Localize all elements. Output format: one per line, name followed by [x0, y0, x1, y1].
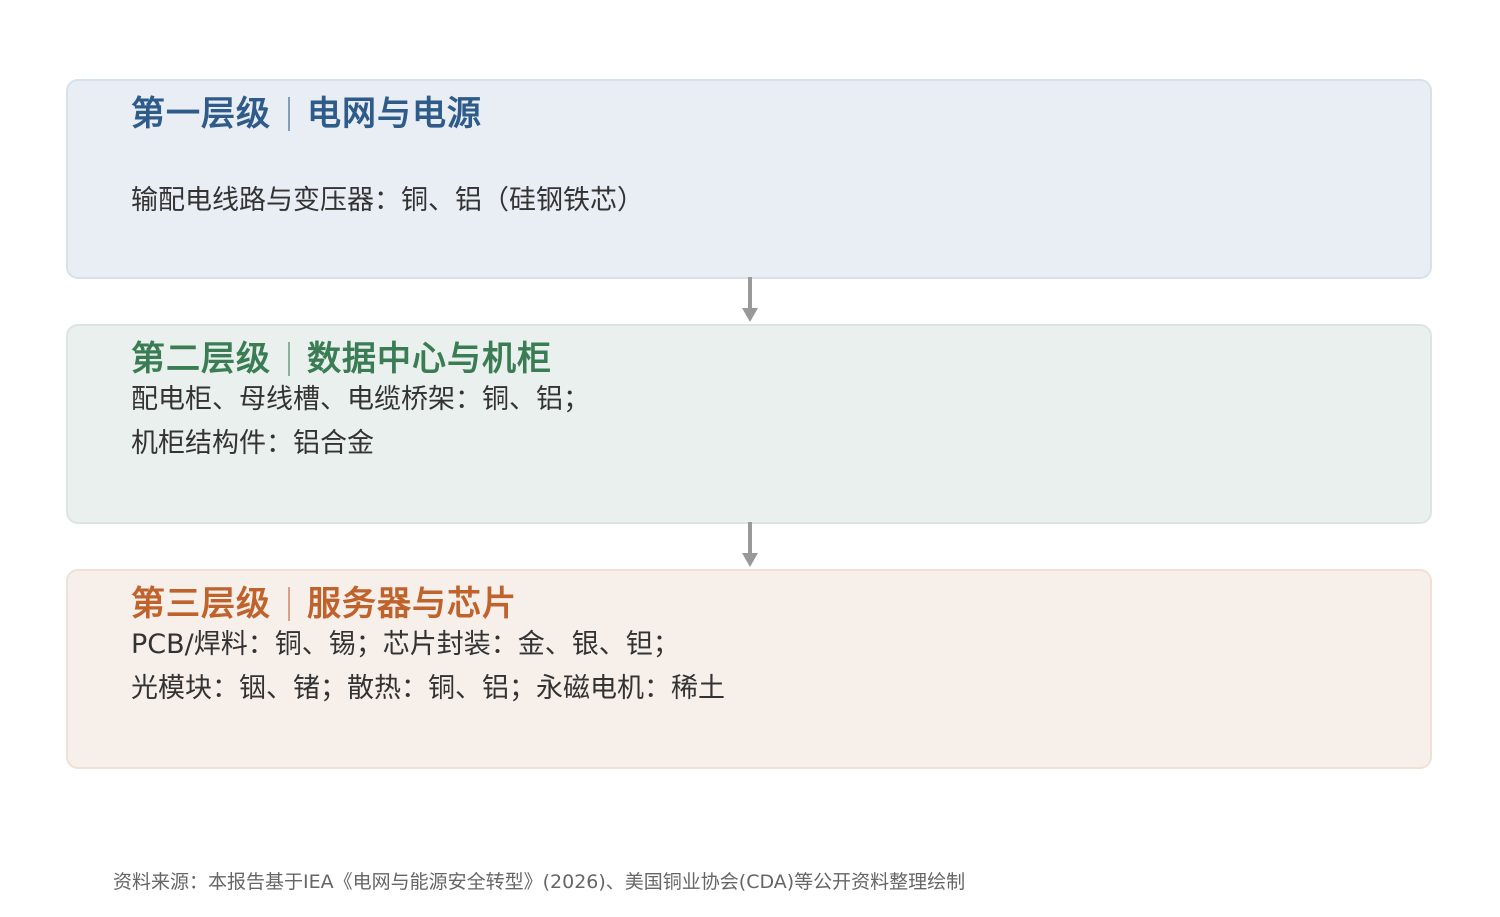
tier-1-body: 输配电线路与变压器：铜、铝（硅钢铁芯）	[131, 179, 644, 223]
tier-1-header: 第一层级 电网与电源	[131, 94, 482, 134]
tier-3-line-1: PCB/焊料：铜、锡；芯片封装：金、银、钽；	[131, 629, 680, 660]
tier-3-box: 第三层级 服务器与芯片 PCB/焊料：铜、锡；芯片封装：金、银、钽； 光模块：铟…	[66, 569, 1432, 769]
tier-2-line-2: 机柜结构件：铝合金	[131, 428, 374, 459]
tier-3-body: PCB/焊料：铜、锡；芯片封装：金、银、钽； 光模块：铟、锗；散热：铜、铝；永磁…	[131, 623, 725, 711]
tier-2-name: 数据中心与机柜	[307, 339, 552, 379]
tier-3-name: 服务器与芯片	[307, 584, 517, 624]
tier-3-header: 第三层级 服务器与芯片	[131, 584, 517, 624]
tier-2-box: 第二层级 数据中心与机柜 配电柜、母线槽、电缆桥架：铜、铝； 机柜结构件：铝合金	[66, 324, 1432, 524]
tier-2-body: 配电柜、母线槽、电缆桥架：铜、铝； 机柜结构件：铝合金	[131, 378, 590, 466]
tier-3-level: 第三层级	[131, 584, 271, 624]
down-arrow-icon	[742, 522, 758, 567]
down-arrow-icon	[742, 277, 758, 322]
tier-1-separator	[288, 97, 290, 131]
tier-3-line-2: 光模块：铟、锗；散热：铜、铝；永磁电机：稀土	[131, 673, 725, 704]
tier-2-separator	[288, 342, 290, 376]
tier-1-line-1: 输配电线路与变压器：铜、铝（硅钢铁芯）	[131, 185, 644, 216]
source-note: 资料来源：本报告基于IEA《电网与能源安全转型》(2026)、美国铜业协会(CD…	[113, 871, 966, 893]
tier-1-name: 电网与电源	[307, 94, 482, 134]
tier-2-line-1: 配电柜、母线槽、电缆桥架：铜、铝；	[131, 384, 590, 415]
tier-2-level: 第二层级	[131, 339, 271, 379]
tier-1-level: 第一层级	[131, 94, 271, 134]
tier-2-header: 第二层级 数据中心与机柜	[131, 339, 552, 379]
tier-3-separator	[288, 587, 290, 621]
tier-1-box: 第一层级 电网与电源 输配电线路与变压器：铜、铝（硅钢铁芯）	[66, 79, 1432, 279]
